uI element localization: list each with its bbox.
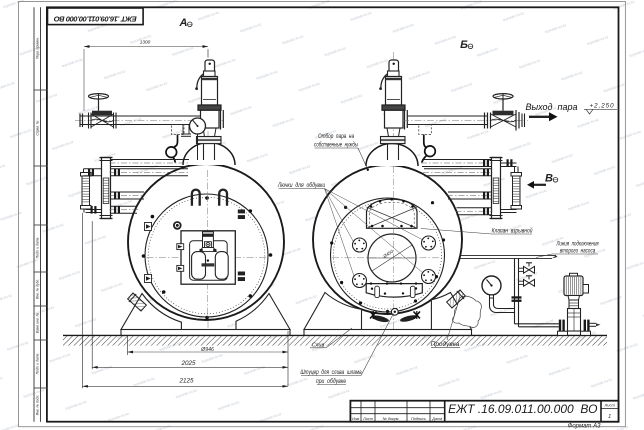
svg-text:Подп. и дата: Подп. и дата — [36, 238, 40, 259]
svg-text:+2,250: +2,250 — [589, 103, 614, 110]
svg-text:Взам. инв. №: Взам. инв. № — [36, 312, 40, 333]
svg-text:Ø946: Ø946 — [200, 347, 214, 353]
svg-text:второго насоса: второго насоса — [560, 248, 596, 255]
svg-text:Выход пара: Выход пара — [526, 102, 578, 112]
svg-text:Подп. и дата: Подп. и дата — [36, 354, 40, 375]
svg-text:В: В — [545, 173, 553, 185]
svg-text:№ докум.: № докум. — [383, 417, 400, 421]
svg-text:2025: 2025 — [180, 360, 196, 367]
svg-text:Подпись: Подпись — [411, 417, 426, 421]
svg-text:Формат А3: Формат А3 — [568, 424, 601, 430]
svg-text:Б: Б — [460, 39, 468, 51]
svg-text:2125: 2125 — [178, 378, 194, 385]
svg-text:при обдувке: при обдувке — [316, 379, 346, 385]
svg-text:Перв. примен.: Перв. примен. — [36, 37, 40, 59]
svg-text:Дата: Дата — [431, 417, 442, 421]
svg-text:Инв. № дубл.: Инв. № дубл. — [36, 279, 40, 299]
svg-text:Лист: Лист — [604, 403, 616, 408]
svg-text:Слив: Слив — [312, 342, 325, 348]
svg-text:Ø450: Ø450 — [381, 248, 394, 259]
svg-text:Продувка: Продувка — [431, 340, 460, 348]
svg-text:Справ. №: Справ. № — [36, 120, 40, 135]
svg-text:Инв. № подл.: Инв. № подл. — [36, 395, 40, 416]
svg-text:1300: 1300 — [140, 40, 151, 45]
svg-text:Изм: Изм — [352, 417, 359, 421]
svg-text:Клапан взрывной: Клапан взрывной — [492, 227, 534, 235]
svg-text:ЕЖТ .16.09.011.00.000 ВО: ЕЖТ .16.09.011.00.000 ВО — [54, 14, 137, 23]
svg-text:1: 1 — [608, 414, 611, 420]
svg-text:Лючки для обдувки: Лючки для обдувки — [277, 183, 326, 190]
svg-text:А: А — [179, 17, 188, 29]
svg-text:Штуцер для слива шлама: Штуцер для слива шлама — [300, 370, 361, 377]
svg-text:ЕЖТ .16.09.011.00.000 ВО: ЕЖТ .16.09.011.00.000 ВО — [448, 402, 597, 416]
svg-text:Линия подключения: Линия подключения — [555, 241, 598, 248]
svg-text:Отбор пара на: Отбор пара на — [318, 134, 354, 141]
svg-text:Лист: Лист — [362, 417, 373, 421]
svg-text:собственные нужды: собственные нужды — [314, 142, 358, 149]
